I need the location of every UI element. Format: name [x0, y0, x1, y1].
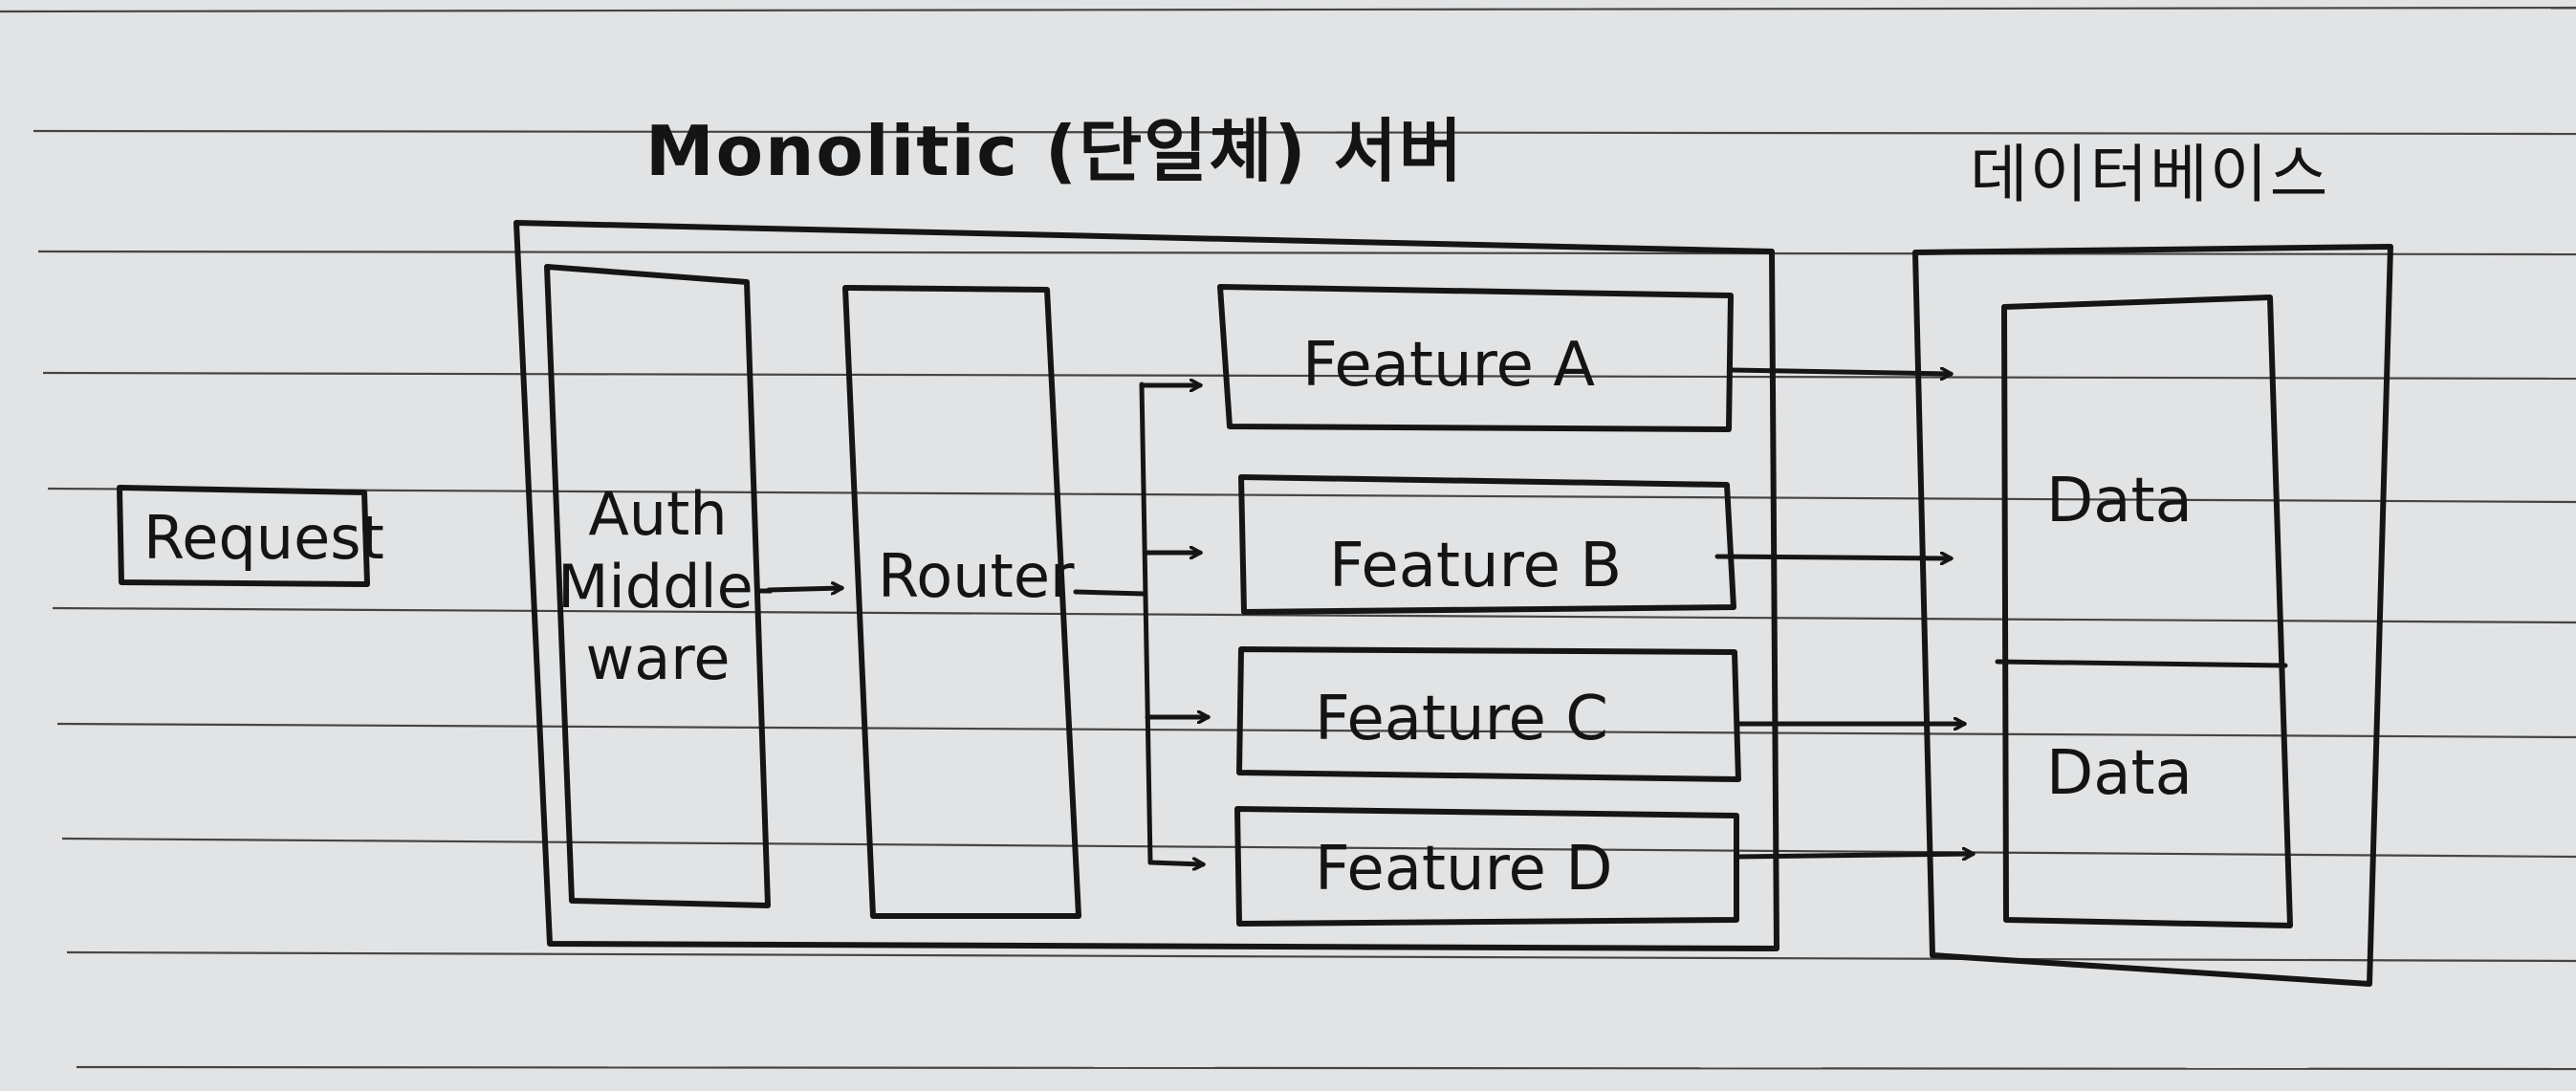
feature-a-label: Feature A [1302, 330, 1595, 401]
feature-c-box [1236, 646, 1741, 782]
feature-d-box [1234, 806, 1739, 927]
data-partition-2-label: Data [2046, 738, 2193, 809]
request-label: Request [143, 503, 384, 573]
auth-to-router-arrow [766, 588, 841, 590]
data-partition-divider [1995, 659, 2288, 668]
auth-middleware-label: Auth Middle- ware [557, 478, 775, 695]
ruled-lines [0, 6, 2576, 1071]
feature-a-to-db-arrow [1729, 370, 1951, 374]
feature-b-to-db-arrow [1714, 556, 1951, 558]
router-to-bus-line [1073, 589, 1147, 597]
feature-bus-line [1139, 382, 1153, 865]
bus-to-feature-d-arrow [1147, 862, 1203, 864]
database-title: 데이터베이스 [1970, 138, 2330, 211]
data-partition-1-label: Data [2046, 466, 2193, 536]
feature-a-box [1217, 284, 1734, 432]
router-box [842, 285, 1081, 919]
feature-b-box [1238, 474, 1736, 615]
auth-label-line-3: ware [585, 623, 731, 694]
server-frame [513, 220, 1779, 951]
request-box [117, 485, 370, 587]
router-label: Router [878, 541, 1075, 611]
feature-b-label: Feature B [1329, 531, 1623, 601]
feature-d-to-db-arrow [1734, 854, 1973, 857]
auth-label-line-2: Middle- [557, 551, 775, 622]
server-title: Monolitic (단일체) 서버 [645, 111, 1465, 191]
database-frame [1912, 244, 2393, 987]
auth-middleware-box [544, 264, 771, 908]
feature-d-label: Feature D [1315, 834, 1613, 905]
auth-label-line-1: Auth [588, 479, 728, 549]
data-storage-box [2001, 295, 2293, 928]
feature-c-label: Feature C [1315, 684, 1608, 754]
